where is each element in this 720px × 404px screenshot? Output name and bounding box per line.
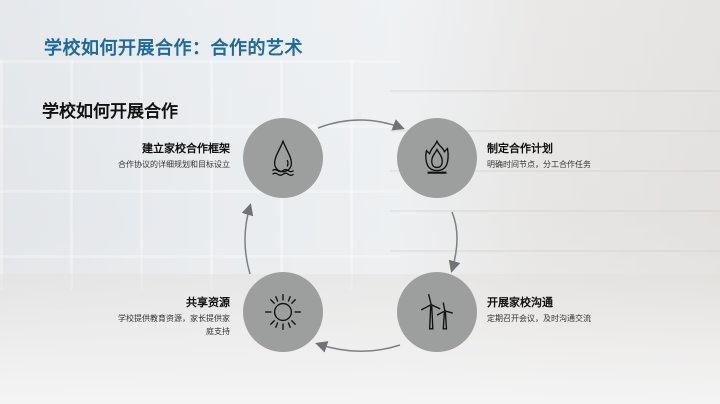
water-drop-icon xyxy=(272,139,294,177)
background-floor xyxy=(0,274,720,404)
step-2-title: 制定合作计划 xyxy=(487,142,553,155)
step-1-circle xyxy=(243,118,323,198)
background-window xyxy=(0,60,400,290)
wind-turbine-icon xyxy=(420,293,453,330)
arrow-right xyxy=(448,211,461,273)
step-4-title: 共享资源 xyxy=(186,296,230,309)
step-2-circle xyxy=(397,118,477,198)
section-heading: 学校如何开展合作 xyxy=(42,102,178,122)
flame-icon xyxy=(425,139,449,174)
step-2-description: 明确时间节点，分工合作任务 xyxy=(487,160,591,169)
step-4-circle xyxy=(243,272,323,352)
step-1-description: 合作协议的详细规划和目标设立 xyxy=(118,160,230,169)
slide-title: 学校如何开展合作：合作的艺术 xyxy=(44,38,303,59)
arrow-bottom xyxy=(315,341,401,353)
arrow-top xyxy=(317,119,405,131)
step-4-description: 学校提供教育资源，家长提供家庭支持 xyxy=(118,314,230,336)
step-3-description: 定期召开会议，及时沟通交流 xyxy=(487,314,591,323)
step-1-title: 建立家校合作框架 xyxy=(142,142,230,155)
sun-icon xyxy=(265,294,301,330)
arrow-left xyxy=(241,203,254,275)
step-3-title: 开展家校沟通 xyxy=(487,296,553,309)
step-3-circle xyxy=(397,272,477,352)
